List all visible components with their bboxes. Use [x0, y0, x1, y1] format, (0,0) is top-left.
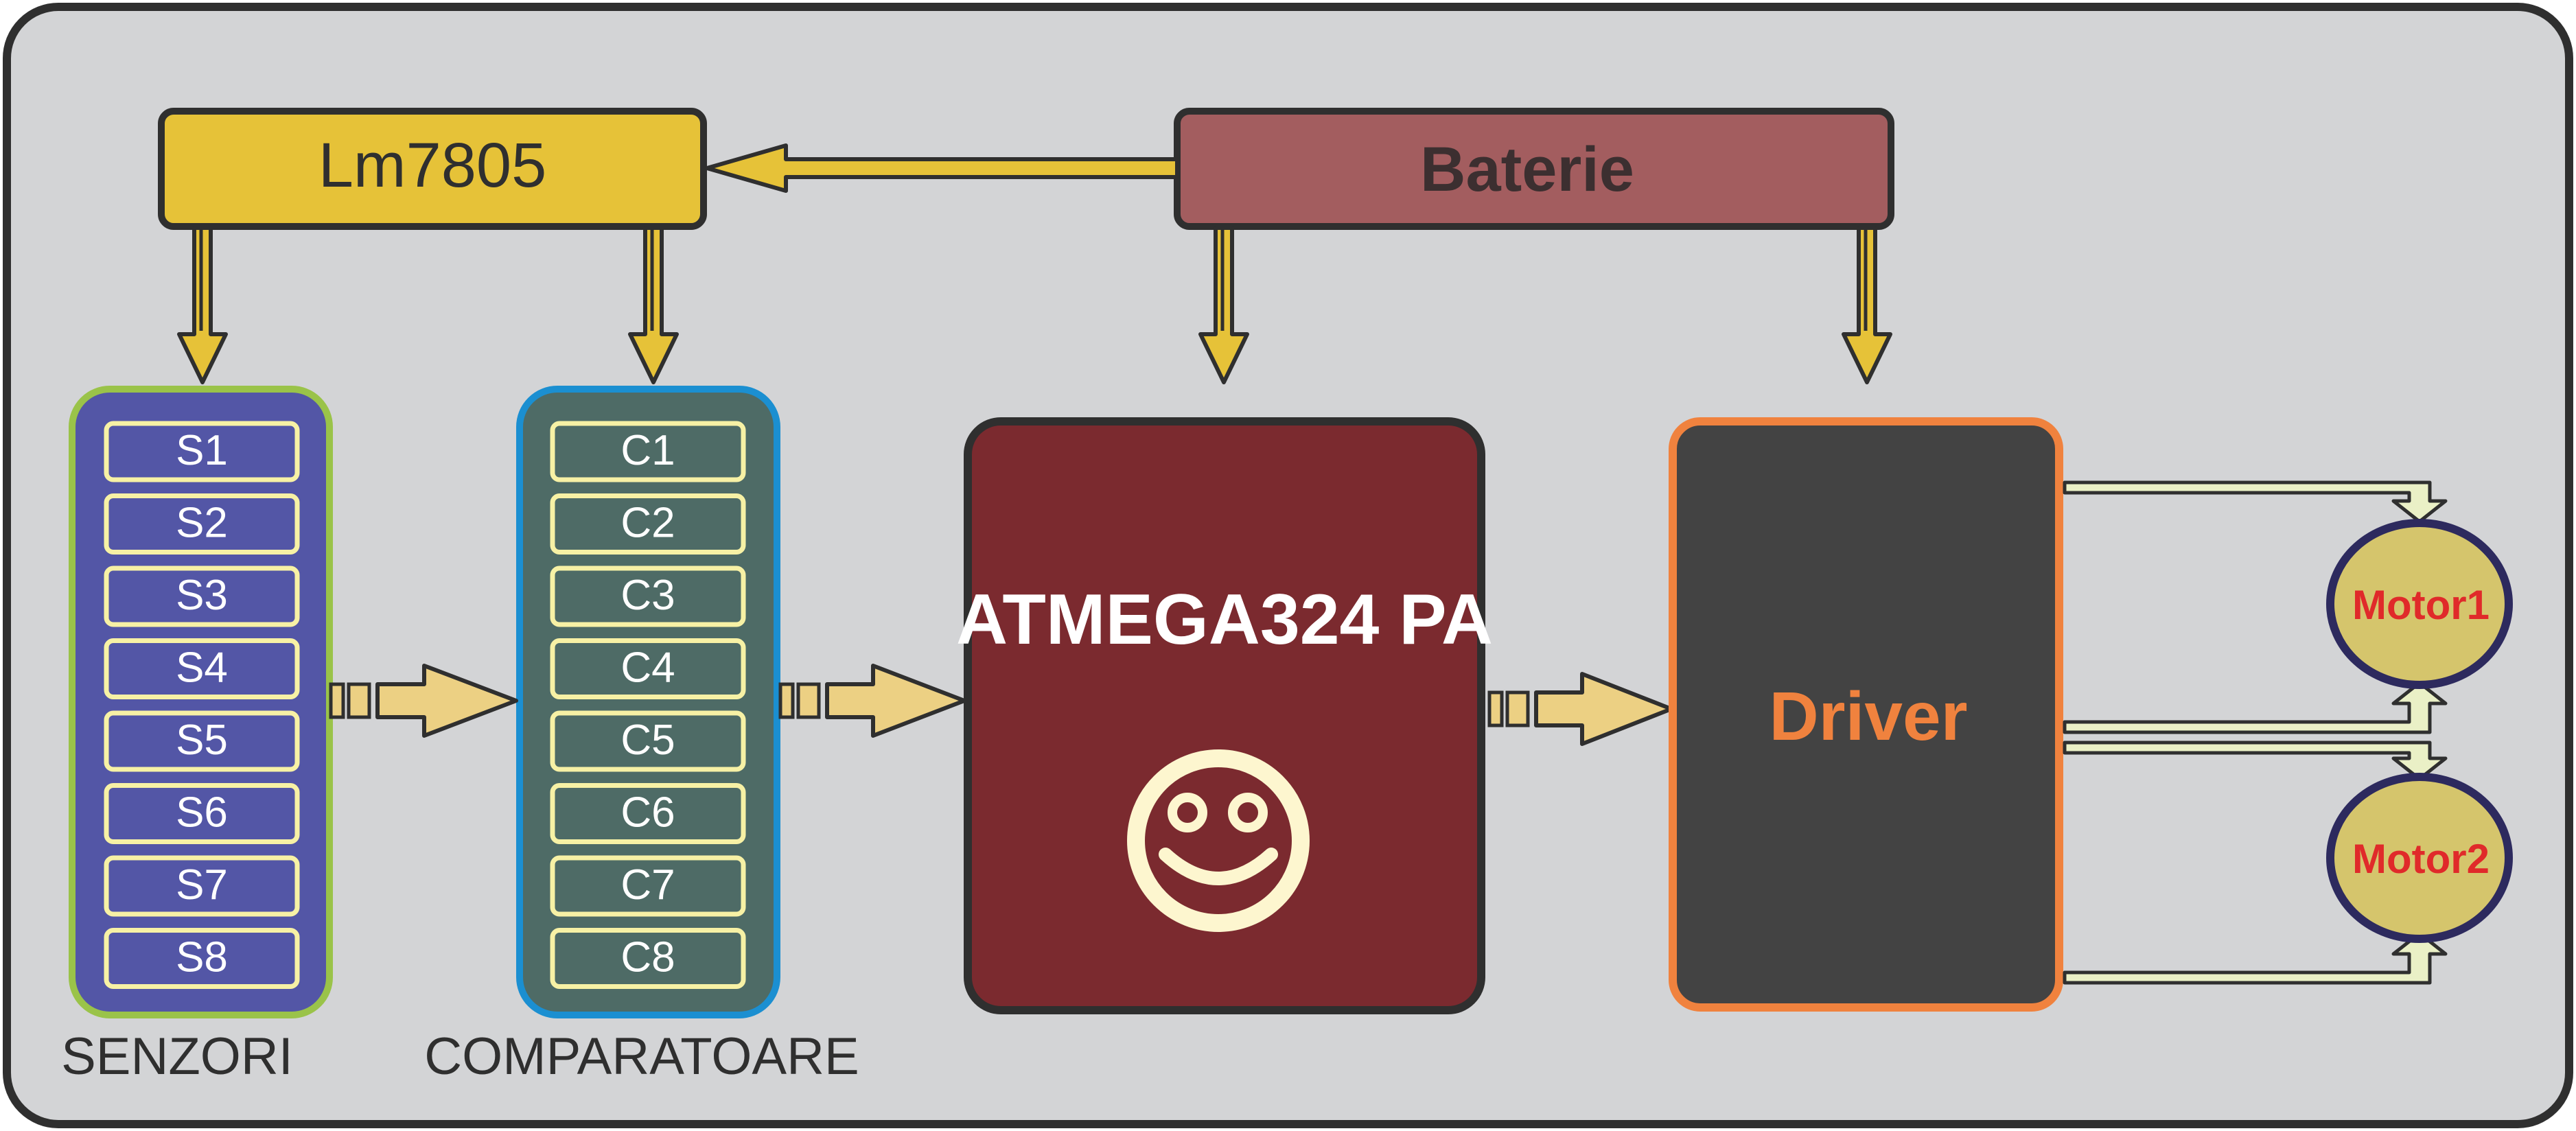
- sensor-cell-8: S8: [104, 928, 300, 989]
- comparators-to-mcu-bus-arrow: [778, 664, 966, 738]
- comparator-cell-6: C6: [550, 783, 746, 844]
- comparator-cell-label: C6: [620, 789, 675, 837]
- mcu-to-driver-bus-arrow: [1487, 672, 1673, 746]
- sensors-to-comparators-bus-arrow: [329, 664, 518, 738]
- comparator-cell-3: C3: [550, 566, 746, 627]
- sensors-caption: SENZORI: [61, 1027, 293, 1086]
- sensor-cell-label: S2: [176, 500, 228, 547]
- comparator-cell-5: C5: [550, 710, 746, 772]
- comparator-cell-4: C4: [550, 638, 746, 699]
- mcu-label: ATMEGA324 PA: [956, 580, 1493, 660]
- sensor-cell-6: S6: [104, 783, 300, 844]
- comparator-cell-label: C7: [620, 861, 675, 909]
- sensor-cell-3: S3: [104, 566, 300, 627]
- sensor-cell-5: S5: [104, 710, 300, 772]
- comparator-cell-label: C1: [620, 427, 675, 474]
- driver-label: Driver: [1769, 678, 1967, 755]
- comparator-cell-7: C7: [550, 855, 746, 917]
- regulator-block: Lm7805: [158, 108, 707, 230]
- comparator-cell-label: C3: [620, 572, 675, 619]
- sensor-cell-2: S2: [104, 493, 300, 555]
- sensor-cell-label: S4: [176, 644, 228, 692]
- battery-block: Baterie: [1174, 108, 1894, 230]
- sensor-cell-1: S1: [104, 421, 300, 482]
- motor1-label: Motor1: [2352, 582, 2490, 628]
- battery-to-regulator-arrow: [705, 143, 1179, 193]
- sensor-cell-4: S4: [104, 638, 300, 699]
- driver-block: Driver: [1669, 417, 2063, 1012]
- motor2: Motor2: [2326, 773, 2513, 943]
- sensor-cell-label: S7: [176, 861, 228, 909]
- sensor-cell-7: S7: [104, 855, 300, 917]
- comparator-cell-label: C8: [620, 934, 675, 981]
- motor2-label: Motor2: [2352, 836, 2490, 882]
- battery-label: Baterie: [1420, 135, 1634, 205]
- comparator-cell-label: C4: [620, 644, 675, 692]
- sensor-cell-label: S1: [176, 427, 228, 474]
- motor1: Motor1: [2326, 519, 2513, 689]
- regulator-label: Lm7805: [318, 130, 546, 200]
- sensor-cell-label: S5: [176, 716, 228, 764]
- mcu-block: ATMEGA324 PA: [956, 417, 1493, 1014]
- comparators-caption: COMPARATOARE: [424, 1027, 859, 1086]
- sensor-cell-label: S6: [176, 789, 228, 837]
- comparator-cell-label: C2: [620, 500, 675, 547]
- comparator-cell-label: C5: [620, 716, 675, 764]
- motor-wires: [2063, 480, 2448, 985]
- sensor-cell-label: S3: [176, 572, 228, 619]
- smiley-face-icon: [1127, 749, 1310, 932]
- comparator-cell-2: C2: [550, 493, 746, 555]
- comparator-cell-8: C8: [550, 928, 746, 989]
- comparator-cell-1: C1: [550, 421, 746, 482]
- sensor-cell-label: S8: [176, 934, 228, 981]
